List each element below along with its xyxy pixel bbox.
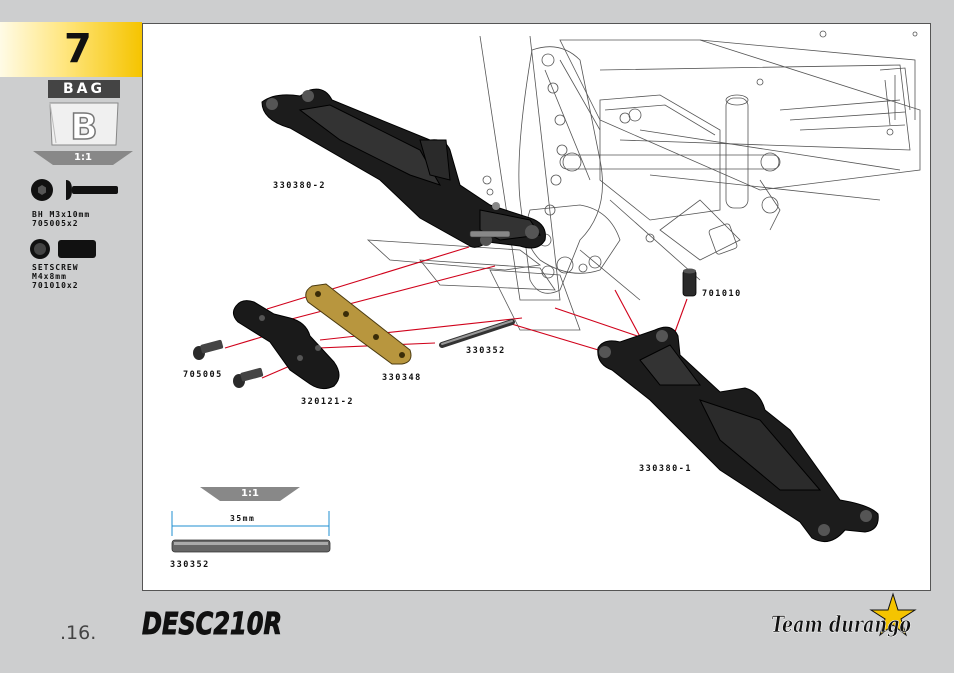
pin-length-gauge — [171, 511, 331, 553]
brand-logo-text: Team durango — [771, 612, 911, 638]
setscrew-part — [682, 268, 697, 297]
hardware-sidebar: BAG B 1:1 BH M3x10mm 705005x2 SETSCREW M… — [0, 77, 142, 589]
brass-plate-part — [305, 283, 412, 365]
lower-a-arm — [597, 326, 879, 543]
scale-label: 1:1 — [74, 152, 92, 163]
product-logo-text: DESC210R — [142, 607, 282, 642]
label-upper-arm: 330380-2 — [273, 181, 326, 191]
label-plate: 330348 — [382, 373, 422, 383]
step-number: 7 — [64, 26, 92, 72]
label-block: 320121-2 — [301, 397, 354, 407]
hw2-part: 701010x2 — [32, 281, 79, 290]
hw1-part: 705005x2 — [32, 219, 79, 228]
arm-mount-block — [232, 300, 340, 390]
page-number: .16. — [60, 622, 97, 644]
scale-banner: 1:1 — [33, 151, 133, 165]
scale-banner-shape — [33, 151, 133, 165]
bag-letter: B — [70, 107, 97, 147]
hw1-name: BH M3x10mm — [32, 210, 91, 219]
step-tab — [0, 22, 142, 77]
setscrew-icon — [30, 239, 96, 259]
gauge-length: 35mm — [230, 514, 256, 523]
bag-label: BAG — [48, 80, 120, 98]
gauge-part: 330352 — [170, 560, 210, 570]
label-screw: 705005 — [183, 370, 223, 380]
gauge-scale-banner: 1:1 — [200, 487, 300, 501]
team-durango-logo: Team durango — [771, 592, 917, 638]
button-head-screw-icon — [31, 179, 118, 201]
upper-a-arm — [261, 88, 546, 249]
chassis-line-art — [366, 30, 921, 331]
gauge-scale-label: 1:1 — [241, 488, 259, 499]
hw2-name-line2: M4x8mm — [32, 272, 67, 281]
label-pin: 330352 — [466, 346, 506, 356]
hw2-name-line1: SETSCREW — [32, 263, 79, 272]
desc210r-logo: DESC210R — [142, 607, 283, 643]
label-setscrew: 701010 — [702, 289, 742, 299]
button-head-screws — [193, 339, 264, 388]
bag-b-icon: B — [49, 102, 119, 147]
gauge-scale-banner-shape — [200, 487, 300, 501]
hinge-pin-part — [439, 319, 515, 348]
label-lower-arm: 330380-1 — [639, 464, 692, 474]
